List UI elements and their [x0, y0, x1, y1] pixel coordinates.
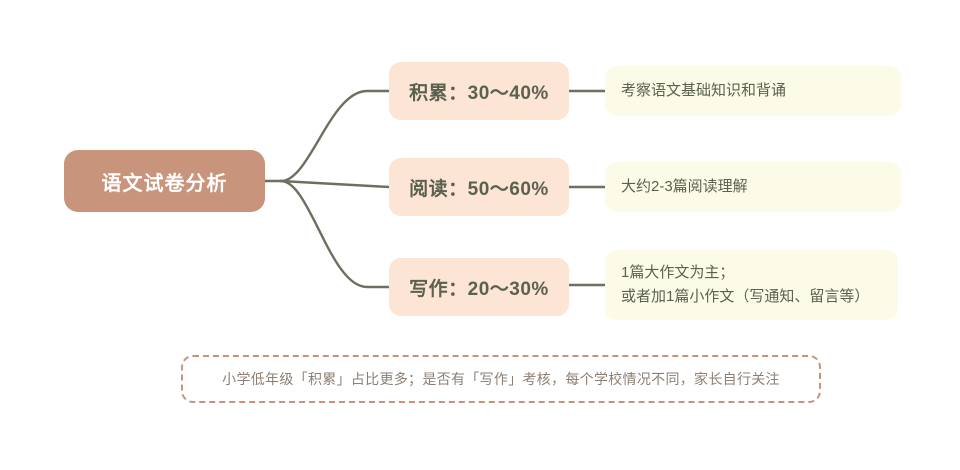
- leaf-text-line: 或者加1篇小作文（写通知、留言等）: [621, 288, 870, 305]
- connector-root-to-branch-2: [279, 179, 391, 289]
- root-node-label: 语文试卷分析: [101, 172, 228, 195]
- connector-root-to-branch-0: [279, 89, 391, 183]
- root-node[interactable]: 语文试卷分析: [64, 150, 265, 212]
- branch-node-label: 阅读：50～60%: [409, 178, 549, 200]
- leaf-band-writing: 1篇大作文为主； 或者加1篇小作文（写通知、留言等）: [605, 250, 898, 320]
- branch-node-reading[interactable]: 阅读：50～60%: [389, 158, 569, 216]
- leaf-band-accumulation: 考察语文基础知识和背诵: [605, 66, 901, 116]
- branch-node-label: 写作：20～30%: [409, 278, 549, 300]
- leaf-text-line: 1篇大作文为主；: [621, 264, 735, 281]
- leaf-text-line: 考察语文基础知识和背诵: [621, 82, 787, 99]
- connector-root-to-branch-1: [279, 179, 391, 189]
- footnote-box: 小学低年级「积累」占比更多；是否有「写作」考核，每个学校情况不同，家长自行关注: [181, 355, 821, 403]
- branch-node-label: 积累：30～40%: [409, 82, 549, 104]
- branch-node-accumulation[interactable]: 积累：30～40%: [389, 62, 569, 120]
- leaf-text-line: 大约2-3篇阅读理解: [621, 178, 748, 195]
- footnote-text: 小学低年级「积累」占比更多；是否有「写作」考核，每个学校情况不同，家长自行关注: [222, 371, 780, 387]
- branch-node-writing[interactable]: 写作：20～30%: [389, 258, 569, 316]
- leaf-band-reading: 大约2-3篇阅读理解: [605, 162, 901, 212]
